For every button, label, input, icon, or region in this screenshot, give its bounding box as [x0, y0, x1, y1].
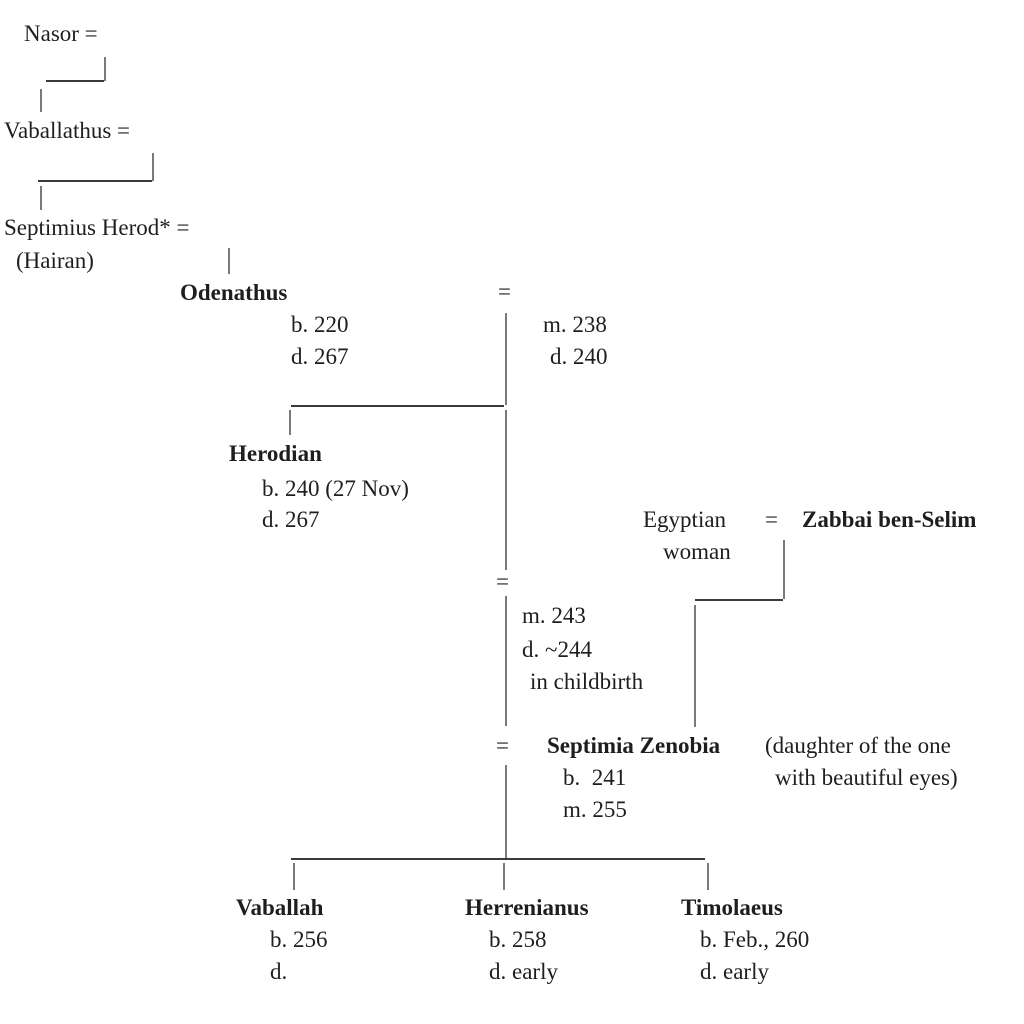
person-odenathus: Odenathus — [180, 280, 288, 305]
herrenianus-died: d. early — [489, 959, 558, 984]
connector-line — [291, 858, 705, 860]
connector-line — [228, 248, 230, 274]
connector-line — [289, 410, 291, 435]
person-septimius-herod: Septimius Herod* = — [4, 215, 190, 240]
second-wife-died: d. ~244 — [522, 637, 592, 662]
person-herodian: Herodian — [229, 441, 322, 466]
person-timolaeus: Timolaeus — [681, 895, 783, 920]
person-septimius-herod-alias: (Hairan) — [16, 248, 94, 273]
first-wife-married: m. 238 — [543, 312, 607, 337]
timolaeus-born: b. Feb., 260 — [700, 927, 810, 952]
person-zabbai-ben-selim: Zabbai ben-Selim — [802, 507, 977, 532]
connector-line — [707, 863, 709, 890]
connector-line — [291, 405, 504, 407]
connector-line — [505, 313, 507, 405]
odenathus-died: d. 267 — [291, 344, 349, 369]
marriage-sign: = — [496, 569, 509, 594]
connector-line — [40, 186, 42, 210]
herrenianus-born: b. 258 — [489, 927, 547, 952]
connector-line — [152, 153, 154, 181]
odenathus-born: b. 220 — [291, 312, 349, 337]
connector-line — [46, 80, 104, 82]
person-septimia-zenobia: Septimia Zenobia — [547, 733, 721, 758]
connector-line — [505, 410, 507, 570]
person-nasor: Nasor = — [24, 21, 98, 46]
person-egyptian-woman-line2: woman — [663, 539, 731, 564]
second-wife-note: in childbirth — [530, 669, 644, 694]
connector-line — [505, 596, 507, 726]
marriage-sign: = — [496, 733, 509, 758]
connector-line — [505, 765, 507, 858]
vaballah-died: d. — [270, 959, 288, 984]
second-wife-married: m. 243 — [522, 603, 586, 628]
herodian-died: d. 267 — [262, 507, 320, 532]
zenobia-note-line1: (daughter of the one — [765, 733, 951, 758]
connector-line — [293, 863, 295, 890]
connector-line — [783, 540, 785, 599]
marriage-sign: = — [498, 279, 511, 304]
connector-line — [40, 89, 42, 112]
person-vaballah: Vaballah — [236, 895, 324, 920]
connector-line — [503, 863, 505, 890]
first-wife-died: d. 240 — [550, 344, 608, 369]
connector-line — [694, 605, 696, 727]
connector-line — [38, 180, 152, 182]
marriage-sign: = — [765, 507, 778, 532]
zenobia-born: b. 241 — [563, 765, 627, 790]
person-herrenianus: Herrenianus — [465, 895, 589, 920]
vaballah-born: b. 256 — [270, 927, 328, 952]
zenobia-note-line2: with beautiful eyes) — [775, 765, 958, 790]
timolaeus-died: d. early — [700, 959, 769, 984]
zenobia-married: m. 255 — [563, 797, 627, 822]
connector-line — [695, 599, 783, 601]
person-vaballathus: Vaballathus = — [4, 118, 131, 143]
connector-line — [104, 57, 106, 81]
herodian-born: b. 240 (27 Nov) — [262, 476, 409, 501]
person-egyptian-woman: Egyptian — [643, 507, 727, 532]
